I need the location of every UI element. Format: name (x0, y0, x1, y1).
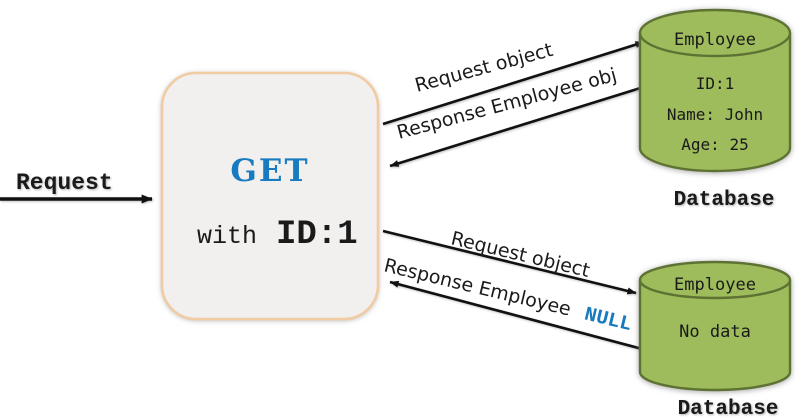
db-bottom-lid (640, 262, 790, 298)
bottom-response-arrow-label-null: NULL (582, 304, 634, 338)
db-bottom-row-nodata: No data (679, 322, 751, 342)
db-bottom-body-border (638, 280, 792, 392)
get-box-subtitle-word: with (197, 222, 257, 251)
db-bottom-title: Employee (674, 275, 756, 295)
bottom-request-arrow (382, 229, 637, 295)
get-box (162, 73, 378, 319)
top-request-arrow (382, 40, 645, 126)
db-bottom-cylinder (638, 260, 792, 392)
db-top-row-name: Name: John (667, 105, 763, 124)
incoming-request-label: Request (16, 170, 113, 196)
db-top-lid-border (638, 8, 792, 58)
db-top-row-id: ID:1 (696, 74, 735, 93)
top-response-arrow (389, 83, 651, 168)
db-top-title: Employee (674, 30, 756, 50)
db-top-cylinder (638, 8, 792, 173)
get-box-border (160, 71, 380, 321)
get-box-title: GET (230, 153, 309, 189)
db-top-lid (640, 10, 790, 56)
get-box-subtitle-id: ID:1 (276, 216, 358, 254)
bottom-response-arrow (389, 280, 647, 352)
db-top-body (640, 33, 790, 171)
db-bottom-body (640, 280, 790, 390)
db-top-body-border (638, 33, 792, 173)
db-bottom-lid-border (638, 260, 792, 300)
db-top-caption: Database (674, 189, 775, 212)
db-top-row-age: Age: 25 (681, 135, 748, 154)
bottom-response-arrow-label: Response Employee NULL (381, 254, 634, 337)
db-bottom-caption: Database (678, 398, 779, 420)
